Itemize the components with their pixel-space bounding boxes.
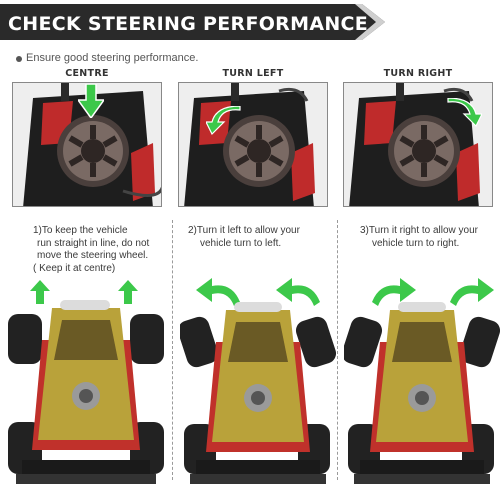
curved-arrow-left-icon [206,106,241,136]
banner-title: CHECK STEERING PERFORMANCE [8,13,369,35]
banner-shape [0,4,385,40]
caption-centre-line-2: run straight in line, do not [37,237,150,249]
curved-arrow-left-icon [276,278,320,306]
caption-centre-line-1: 1)To keep the vehicle [33,225,128,236]
transmitter-photo-centre [12,82,162,207]
divider-right [337,220,338,480]
rc-car-turn-left [180,302,336,492]
transmitter-photo-turn-left [178,82,328,207]
label-centre: CENTRE [65,68,109,79]
caption-turn-right-line-1: 3)Turn it right to allow your [360,225,479,236]
caption-turn-left-line-1: 2)Turn it left to allow your [188,225,300,236]
caption-turn-right: 3)Turn it right to allow your vehicle tu… [360,225,478,250]
label-turn-right: TURN RIGHT [383,68,453,79]
rc-car-turn-right [344,302,500,492]
arrow-down-icon [78,84,104,118]
curved-arrow-left-icon [196,278,240,306]
caption-turn-left: 2)Turn it left to allow your vehicle tur… [188,225,300,250]
curved-arrow-right-icon [372,278,416,306]
divider-left [172,220,173,480]
caption-centre-line-3: move the steering wheel. [37,250,149,261]
label-turn-left: TURN LEFT [222,68,284,79]
caption-turn-right-line-2: vehicle turn to right. [372,237,460,249]
caption-centre: 1)To keep the vehicle run straight in li… [33,225,149,275]
caption-turn-left-line-2: vehicle turn to left. [200,237,282,249]
caption-centre-line-4: ( Keep it at centre) [33,262,116,274]
bullet-dot [16,56,22,62]
curved-arrow-right-icon [450,278,494,306]
arrow-up-icon [30,280,50,304]
title-banner: CHECK STEERING PERFORMANCE [0,4,385,40]
arrow-up-icon [118,280,138,304]
subtitle: Ensure good steering performance. [26,52,199,64]
curved-arrow-right-icon [447,98,482,128]
rc-car-centre [2,300,170,496]
